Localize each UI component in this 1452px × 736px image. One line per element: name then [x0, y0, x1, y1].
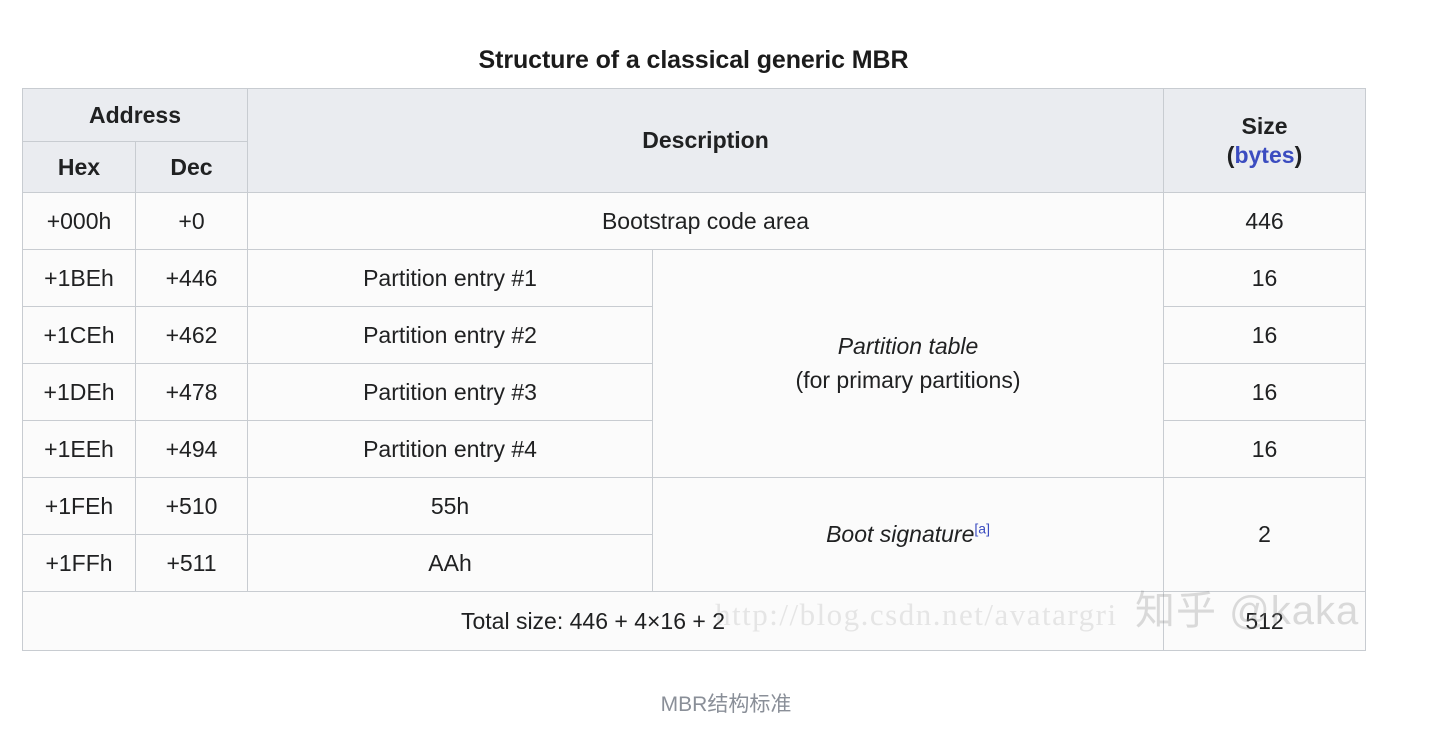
cell-dec: +494: [134, 420, 249, 478]
cell-dec: +510: [134, 477, 249, 535]
boot-signature-label: Boot signature: [826, 520, 975, 547]
partition-entry-link[interactable]: Partition entry #2: [247, 306, 654, 364]
mbr-structure-table: Address Description Size (bytes) Hex Dec…: [21, 88, 1367, 651]
header-dec[interactable]: Dec: [134, 141, 249, 193]
total-size-label: Total size: 446 + 4×16 + 2: [21, 591, 1165, 651]
table-row: +1BEh +446 Partition entry #1 Partition …: [22, 249, 1367, 478]
bytes-link[interactable]: bytes: [1234, 141, 1295, 168]
cell-description: 55h: [247, 477, 654, 535]
header-description: Description: [247, 88, 1165, 193]
header-size-unit: (bytes): [1164, 141, 1365, 170]
cell-size: 16: [1163, 363, 1367, 421]
table-row: +1FEh +510 55h Boot signature[a] 2: [22, 477, 1367, 592]
cell-hex: +1CEh: [22, 306, 136, 364]
cell-dec: +462: [134, 306, 249, 364]
paren-open: (: [1226, 141, 1235, 168]
cell-hex: +1BEh: [22, 249, 136, 307]
cell-dec: +511: [134, 534, 249, 592]
figure-caption: MBR结构标准: [660, 693, 792, 716]
partition-table-subtitle: (for primary partitions): [795, 366, 1021, 393]
table-row: +1DEh +478 Partition entry #3 16: [22, 363, 1367, 421]
partition-table-note: Partition table (for primary partitions): [652, 249, 1165, 478]
cell-size: 2: [1163, 477, 1367, 592]
table-row: +1EEh +494 Partition entry #4 16: [22, 420, 1367, 478]
cell-dec: +446: [134, 249, 249, 307]
total-size-value: 512: [1163, 591, 1367, 651]
header-address: Address: [21, 88, 249, 142]
cell-hex: +000h: [22, 192, 136, 250]
cell-dec: +478: [134, 363, 249, 421]
cell-hex: +1DEh: [22, 363, 136, 421]
paren-close: ): [1294, 141, 1303, 168]
table-row: +1FFh +511 AAh: [22, 534, 1366, 592]
header-hex[interactable]: Hex: [22, 141, 136, 193]
cell-hex: +1EEh: [22, 420, 136, 478]
cell-hex: +1FEh: [22, 477, 136, 535]
table-row: +000h +0 Bootstrap code area 446: [22, 192, 1367, 250]
table-title: Structure of a classical generic MBR: [478, 46, 909, 74]
table-footer-row: Total size: 446 + 4×16 + 2 512: [21, 591, 1367, 651]
partition-entry-link[interactable]: Partition entry #1: [247, 249, 654, 307]
cell-size: 16: [1163, 306, 1367, 364]
cell-size: 16: [1163, 249, 1367, 307]
partition-entry-link[interactable]: Partition entry #3: [247, 363, 654, 421]
cell-dec: +0: [134, 192, 249, 250]
partition-table-title: Partition table: [837, 333, 979, 360]
header-size: Size (bytes): [1163, 88, 1367, 193]
table-header-row-1: Address Description Size (bytes): [21, 88, 1367, 193]
footnote-ref-a[interactable]: [a]: [974, 520, 990, 537]
partition-entry-link[interactable]: Partition entry #4: [247, 420, 654, 478]
cell-description: Bootstrap code area: [247, 192, 1165, 250]
table-header-row-2: Hex Dec: [22, 141, 1366, 193]
boot-signature-note: Boot signature[a]: [652, 477, 1165, 592]
cell-hex: +1FFh: [22, 534, 136, 592]
cell-size: 16: [1163, 420, 1367, 478]
header-size-label: Size: [1241, 112, 1288, 139]
cell-description: AAh: [247, 534, 654, 592]
table-row: +1CEh +462 Partition entry #2 16: [22, 306, 1367, 364]
cell-size: 446: [1163, 192, 1367, 250]
